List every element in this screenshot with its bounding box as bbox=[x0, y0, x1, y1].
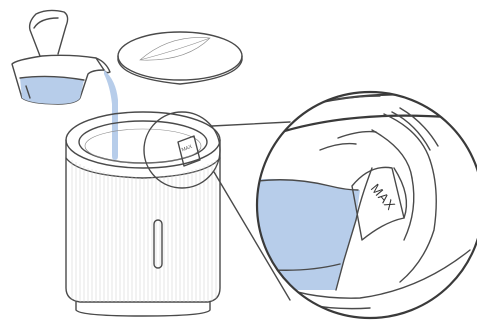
water-level-window bbox=[154, 220, 162, 268]
lid-leaf-emboss bbox=[140, 37, 210, 60]
pitcher-handle bbox=[30, 10, 68, 56]
tank-max-label: MAX bbox=[181, 144, 194, 154]
tank-texture bbox=[72, 160, 216, 302]
humidifier-tank: MAX bbox=[66, 112, 220, 316]
water-pitcher bbox=[12, 10, 110, 104]
zoom-connector-top bbox=[212, 122, 290, 126]
tank-lid bbox=[118, 32, 242, 84]
pitcher-water bbox=[20, 76, 84, 104]
zoom-callout: MAX bbox=[250, 92, 477, 318]
